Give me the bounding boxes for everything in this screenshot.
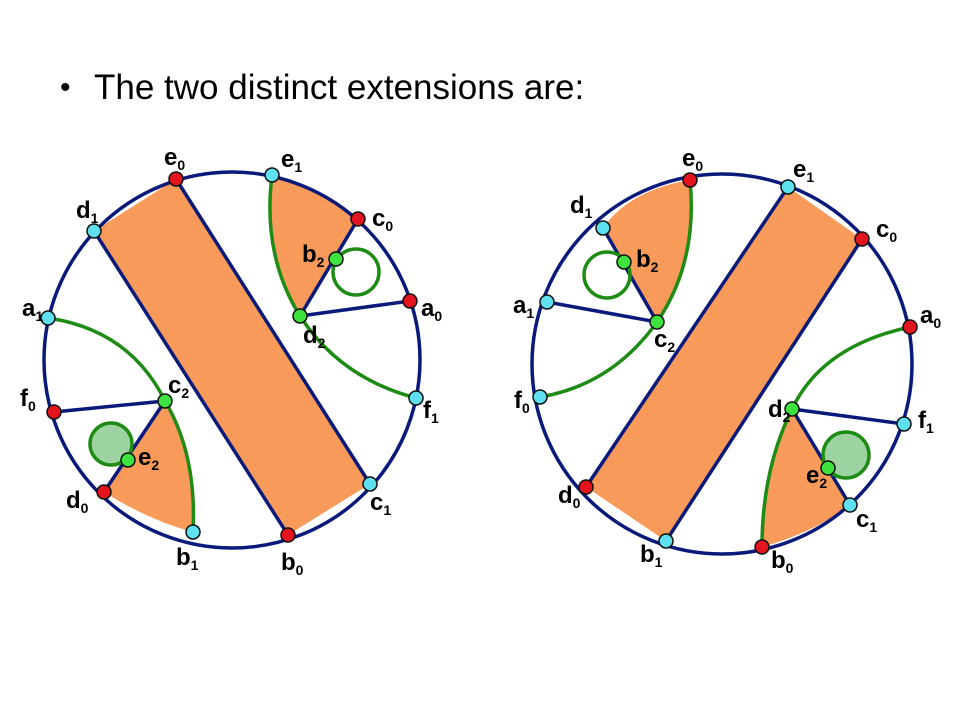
bullet-line: • The two distinct extensions are: [60, 60, 584, 116]
left-label-d2: d2 [303, 322, 326, 351]
right-vertex-c1 [842, 497, 858, 513]
left-chords [53, 178, 411, 536]
left-vertex-f1 [408, 390, 424, 406]
left-green-loop-filled [88, 421, 134, 467]
left-vertex-e2 [120, 452, 136, 468]
right-label-c2: c2 [654, 326, 675, 355]
left-vertex-d1 [86, 223, 102, 239]
right-vertex-d0 [578, 479, 594, 495]
left-label-b1: b1 [176, 544, 199, 573]
left-label-c1: c1 [370, 489, 391, 518]
right-diagram: e0 e1 d1 c0 b2 a1 a0 c2 f0 d2 f1 e2 d0 c… [513, 145, 941, 576]
right-vertices [532, 172, 918, 555]
right-vertex-a0 [902, 319, 918, 335]
right-label-e0: e0 [682, 145, 703, 174]
left-label-a1: a1 [22, 295, 43, 324]
left-label-c0: c0 [372, 205, 393, 234]
right-label-f0: f0 [514, 387, 530, 416]
right-label-c1: c1 [856, 506, 877, 535]
left-vertex-d0 [96, 484, 112, 500]
right-label-a1: a1 [513, 292, 534, 321]
left-vertex-e1 [264, 167, 280, 183]
right-vertex-d2 [784, 401, 800, 417]
right-outer-circle [530, 172, 914, 556]
right-vertex-f1 [896, 416, 912, 432]
left-vertex-c2 [157, 393, 173, 409]
left-orange-lens-top [269, 175, 358, 316]
left-vertex-e0 [168, 171, 184, 187]
right-vertex-a1 [539, 294, 555, 310]
right-vertex-d1 [595, 220, 611, 236]
left-label-e0: e0 [164, 144, 185, 173]
left-vertex-a0 [402, 293, 418, 309]
right-label-b0: b0 [771, 547, 794, 576]
right-label-d0: d0 [558, 482, 581, 511]
left-label-e1: e1 [281, 146, 302, 175]
right-vertex-c0 [854, 231, 870, 247]
right-orange-lens-top [603, 180, 692, 322]
left-vertex-c1 [362, 476, 378, 492]
left-outer-circle [42, 170, 422, 550]
left-orange-lens-bottom [104, 401, 194, 532]
bullet-dot-icon: • [60, 71, 71, 104]
left-label-b0: b0 [281, 549, 304, 578]
right-label-e1: e1 [793, 156, 814, 185]
right-vertex-c2 [649, 314, 665, 330]
left-vertex-c0 [350, 211, 366, 227]
left-label-d1: d1 [76, 197, 99, 226]
left-label-e2: e2 [138, 444, 159, 473]
right-vertex-f0 [532, 389, 548, 405]
left-vertex-b1 [185, 524, 201, 540]
bullet-text: The two distinct extensions are: [94, 68, 585, 107]
left-green-arcs [47, 174, 417, 533]
left-vertex-f0 [46, 404, 62, 420]
right-vertex-e1 [780, 179, 796, 195]
right-label-a0: a0 [920, 302, 941, 331]
left-vertices [40, 167, 424, 543]
left-label-b2: b2 [302, 241, 325, 270]
right-vertex-b1 [658, 533, 674, 549]
left-vertex-b2 [328, 251, 344, 267]
right-label-f1: f1 [918, 407, 934, 436]
right-label-e2: e2 [806, 462, 827, 491]
right-label-d1: d1 [570, 192, 593, 221]
right-label-b1: b1 [640, 541, 663, 570]
right-labels: e0 e1 d1 c0 b2 a1 a0 c2 f0 d2 f1 e2 d0 c… [513, 145, 941, 576]
left-vertex-d2 [292, 308, 308, 324]
right-vertex-b2 [616, 254, 632, 270]
left-label-c2: c2 [168, 372, 189, 401]
right-label-d2: d2 [768, 396, 791, 425]
right-green-arcs [539, 179, 911, 548]
left-label-d0: d0 [66, 487, 89, 516]
left-label-f0: f0 [20, 385, 36, 414]
right-label-c0: c0 [876, 216, 897, 245]
right-orange-band [586, 187, 862, 541]
right-label-b2: b2 [636, 246, 659, 275]
left-diagram: e0 e1 c0 d1 b2 a1 a0 d2 c2 f0 f1 e2 d0 c… [20, 144, 442, 578]
right-orange-lens-bottom [762, 409, 850, 547]
left-vertex-a1 [40, 310, 56, 326]
right-vertex-b0 [754, 539, 770, 555]
right-vertex-e0 [682, 172, 698, 188]
left-label-f1: f1 [423, 397, 439, 426]
left-label-a0: a0 [421, 295, 442, 324]
right-vertex-e2 [820, 460, 836, 476]
left-vertex-b0 [280, 527, 296, 543]
left-labels: e0 e1 c0 d1 b2 a1 a0 d2 c2 f0 f1 e2 d0 c… [20, 144, 442, 578]
extensions-figure: e0 e1 c0 d1 b2 a1 a0 d2 c2 f0 f1 e2 d0 c… [20, 144, 941, 578]
left-orange-band [94, 179, 370, 535]
